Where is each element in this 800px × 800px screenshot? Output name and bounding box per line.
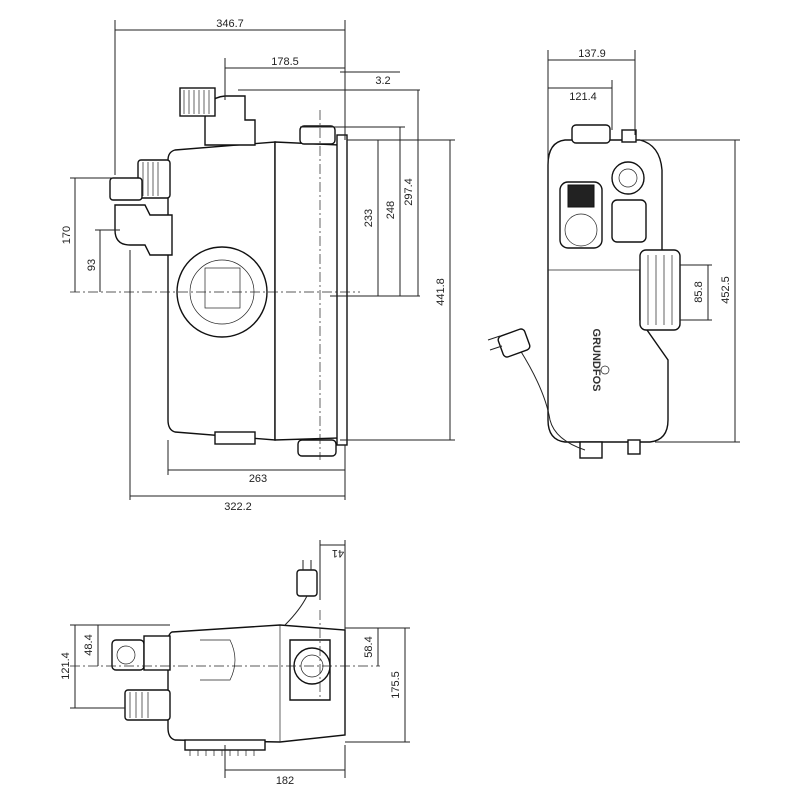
top-plug [296,569,318,597]
dim-top-48: 48.4 [83,634,95,655]
side-power-cable [519,349,586,451]
dim-front-233: 233 [363,209,375,227]
front-inlet-lower [114,204,173,256]
dim-top-58: 58.4 [363,636,375,657]
front-top-nozzle [179,87,216,117]
dim-side-121: 121.4 [569,91,597,103]
front-housing-right [274,141,341,441]
dim-top-175: 175.5 [390,671,402,699]
top-view: 41 175.5 58.4 121.4 48.4 182 [60,540,410,787]
side-upper-port [611,161,645,195]
dim-front-3: 3.2 [375,75,390,87]
top-left-inlet [124,689,171,721]
dim-side-85: 85.8 [693,281,705,302]
dim-front-441: 441.8 [435,278,447,306]
dim-side-137: 137.9 [578,48,606,60]
side-top-fitting [571,124,611,144]
dim-front-248: 248 [385,201,397,219]
dim-front-178: 178.5 [271,56,299,68]
front-top-fitting [299,125,336,145]
front-view: 346.7 178.5 3.2 233 248 297.4 441.8 170 … [61,18,455,513]
dim-front-346: 346.7 [216,18,244,30]
dim-top-121: 121.4 [60,652,72,680]
side-plug [497,328,531,358]
dim-front-297: 297.4 [403,178,415,206]
dim-front-93: 93 [86,259,98,271]
dim-side-452: 452.5 [720,276,732,304]
front-cover-plate [336,134,348,446]
side-view: GRUNDFOS 137.9 121.4 452.5 85.8 [487,48,740,459]
dim-front-263: 263 [249,473,267,485]
dim-front-170: 170 [61,226,73,244]
dim-top-41: 41 [332,547,344,559]
side-brand: GRUNDFOS [590,329,602,392]
side-outlet [639,249,681,331]
dim-top-182: 182 [276,775,294,787]
dim-front-322: 322.2 [224,501,252,513]
